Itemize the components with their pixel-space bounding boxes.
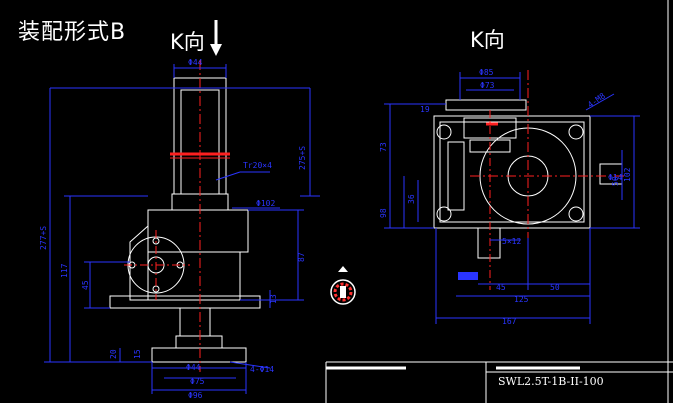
- dim-d-flange-outer: Φ96: [188, 391, 203, 400]
- top-boss-inner: [469, 139, 511, 153]
- dim-r-w-total: 167: [502, 317, 517, 326]
- left-dim-text: Φ44 Tr20×4 Φ102 Φ44 Φ75 Φ96 4-Φ14 275+S …: [39, 58, 307, 400]
- right-dimensions: [384, 72, 640, 324]
- dim-h-top: 275+S: [298, 146, 307, 170]
- corner-hole: [568, 124, 584, 140]
- view-label-right: K向: [470, 28, 505, 52]
- dim-r-key: 5×12: [502, 237, 521, 246]
- dim-d-body: Φ102: [256, 199, 275, 208]
- key-block: [458, 272, 478, 280]
- dim-r-d-top: Φ85: [479, 68, 494, 77]
- right-view: [433, 99, 623, 280]
- dim-h-right: 87: [297, 252, 306, 262]
- corner-hole: [436, 124, 452, 140]
- left-centerlines: [124, 60, 230, 372]
- dim-r-w-bottom3: 125: [514, 295, 529, 304]
- gearbox-lower: [147, 251, 241, 301]
- gearbox-front: [433, 115, 591, 229]
- left-dimensions: [44, 64, 320, 394]
- dim-r-h-lower: 98: [379, 208, 388, 218]
- right-dim-text: Φ85 Φ73 4-M8 19 73 98 36 Φ14 50 102 5×12…: [379, 68, 632, 326]
- dim-r-bolt: 4-M8: [586, 91, 607, 110]
- dim-holes: 4-Φ14: [250, 365, 274, 374]
- dim-r-w-bottom2: 50: [550, 283, 560, 292]
- dim-h-base2: 15: [133, 349, 142, 359]
- view-label-left: K向: [170, 30, 205, 54]
- model-code: SWL2.5T-1B-II-100: [498, 375, 604, 388]
- base-plate: [109, 295, 261, 309]
- dim-r-h-ring: 36: [407, 194, 416, 204]
- dim-h-total: 277+S: [39, 226, 48, 250]
- dim-h-small: 45: [81, 280, 90, 290]
- dim-r-h-upper: 73: [379, 142, 388, 152]
- dim-r-w-left: 19: [420, 105, 430, 114]
- dim-h-base: 20: [109, 349, 118, 359]
- dim-r-w-bottom1: 45: [496, 283, 506, 292]
- bottom-flange: [151, 347, 247, 363]
- view-arrow: [210, 20, 222, 56]
- dim-h-gear: 117: [60, 263, 69, 278]
- dim-r-d-shaft: Φ14: [608, 173, 623, 182]
- right-centerlines: [470, 70, 626, 290]
- dim-d-flange-mid: Φ75: [190, 377, 205, 386]
- dim-d-top: Φ44: [188, 58, 203, 67]
- dim-h-stub: 13: [269, 294, 278, 304]
- top-cap: [445, 99, 527, 111]
- left-view: [109, 77, 261, 363]
- dim-r-h-right2: 102: [623, 167, 632, 182]
- dim-r-d-mid: Φ73: [480, 81, 495, 90]
- section-symbol: [330, 266, 356, 305]
- flange-hub: [175, 335, 223, 349]
- dim-d-ring: Tr20×4: [243, 161, 272, 170]
- corner-hole: [568, 206, 584, 222]
- corner-hole: [436, 206, 452, 222]
- drawing-title: 装配形式B: [18, 20, 127, 45]
- dim-d-flange-inner: Φ44: [186, 363, 201, 372]
- title-block: [325, 361, 673, 403]
- gearbox-inner: [439, 121, 585, 223]
- lower-shaft: [179, 307, 211, 337]
- dim-r-h-right1: 50: [611, 176, 620, 186]
- gearbox-upper: [147, 209, 249, 253]
- mount-ear: [129, 224, 149, 301]
- side-block: [447, 141, 465, 211]
- output-shaft: [477, 227, 501, 259]
